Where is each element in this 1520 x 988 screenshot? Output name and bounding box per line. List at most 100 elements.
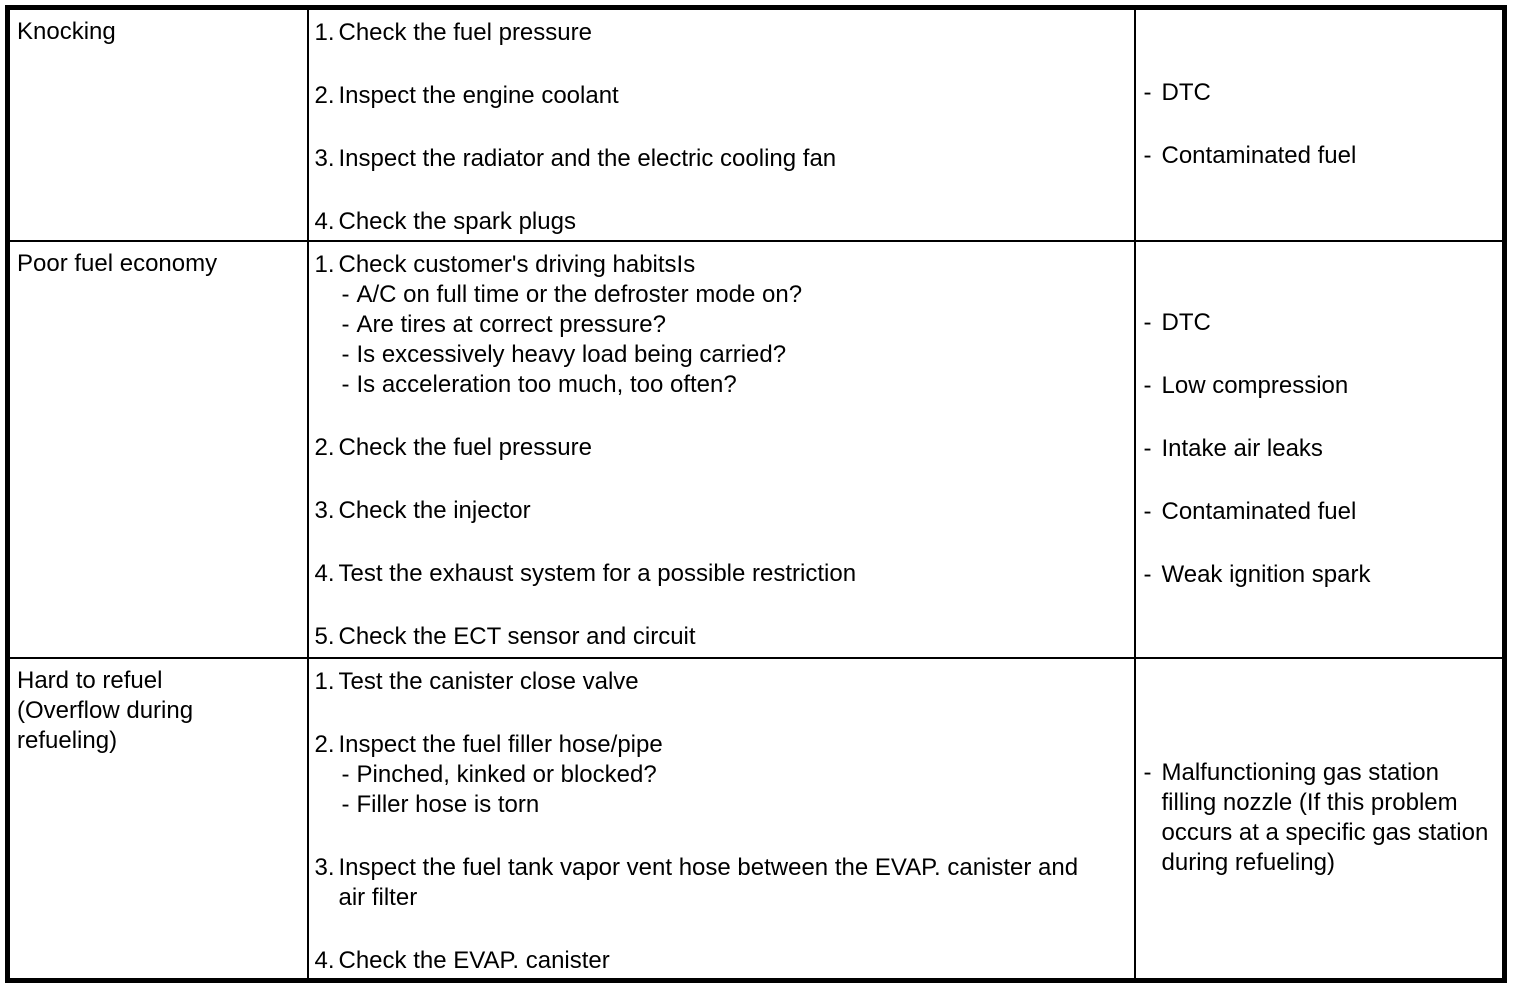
inspection-step: 1.Check the fuel pressure xyxy=(315,18,1130,48)
inspection-step-main: 5.Check the ECT sensor and circuit xyxy=(315,622,1130,652)
inspection-step: 2.Inspect the fuel filler hose/pipe-Pinc… xyxy=(315,730,1130,820)
dash-bullet: - xyxy=(341,760,350,788)
step-number: 3. xyxy=(314,853,335,881)
dash-bullet: - xyxy=(1143,372,1152,399)
inspection-substep: -Filler hose is torn xyxy=(342,790,1130,820)
substep-text: Are tires at correct pressure? xyxy=(356,310,666,338)
step-number: 4. xyxy=(314,559,335,587)
inspection-substep: -Is excessively heavy load being carried… xyxy=(342,340,1130,370)
step-number: 4. xyxy=(314,946,335,974)
symptom-cell: Poor fuel economy xyxy=(6,239,309,659)
inspection-step-main: 4.Check the spark plugs xyxy=(315,207,1130,237)
cause-text: Contaminated fuel xyxy=(1161,142,1357,170)
cause-text: Weak ignition spark xyxy=(1161,561,1371,588)
dash-bullet: - xyxy=(1143,435,1152,462)
inspection-substep: -Is acceleration too much, too often? xyxy=(342,370,1130,400)
inspection-cell: 1.Check customer's driving habitsIs-A/C … xyxy=(306,239,1136,659)
step-text: Inspect the fuel tank vapor vent hose be… xyxy=(338,853,1079,911)
inspection-step: 5.Check the ECT sensor and circuit xyxy=(315,622,1130,652)
dash-bullet: - xyxy=(1143,79,1152,107)
step-number: 1. xyxy=(314,250,335,278)
step-text: Test the exhaust system for a possible r… xyxy=(338,559,857,587)
step-number: 2. xyxy=(314,730,335,758)
symptom-text: Knocking xyxy=(17,18,116,45)
causes-cell: -DTC-Low compression-Intake air leaks-Co… xyxy=(1133,239,1506,659)
inspection-substep: -A/C on full time or the defroster mode … xyxy=(342,280,1130,310)
step-number: 3. xyxy=(314,496,335,524)
inspection-step-main: 4.Test the exhaust system for a possible… xyxy=(315,559,1130,589)
step-number: 1. xyxy=(314,19,335,46)
cause-item: -Weak ignition spark xyxy=(1144,560,1499,590)
step-text: Check the fuel pressure xyxy=(338,19,592,46)
cause-item: -Low compression xyxy=(1144,371,1499,401)
step-text: Inspect the radiator and the electric co… xyxy=(338,145,837,172)
cause-text: DTC xyxy=(1161,309,1211,336)
dash-bullet: - xyxy=(1143,759,1152,787)
dash-bullet: - xyxy=(341,790,350,818)
cause-text: Low compression xyxy=(1161,372,1349,399)
dash-bullet: - xyxy=(1143,142,1152,170)
cause-text: DTC xyxy=(1161,79,1211,107)
inspection-step-main: 4.Check the EVAP. canister xyxy=(315,946,1130,976)
step-number: 4. xyxy=(314,208,335,235)
inspection-step-main: 3.Inspect the radiator and the electric … xyxy=(315,144,1130,174)
inspection-step-main: 2.Inspect the engine coolant xyxy=(315,81,1130,111)
dash-bullet: - xyxy=(1143,561,1152,588)
substep-text: Is acceleration too much, too often? xyxy=(356,370,737,398)
dash-bullet: - xyxy=(341,280,350,308)
inspection-step-main: 1.Check customer's driving habitsIs xyxy=(315,250,1130,280)
substep-text: Pinched, kinked or blocked? xyxy=(356,760,657,788)
cause-text: Contaminated fuel xyxy=(1161,498,1357,525)
step-text: Check the fuel pressure xyxy=(338,433,592,461)
inspection-step: 1.Check customer's driving habitsIs-A/C … xyxy=(315,250,1130,400)
cause-item: -Contaminated fuel xyxy=(1144,497,1499,527)
dash-bullet: - xyxy=(341,370,350,398)
inspection-step-main: 2.Inspect the fuel filler hose/pipe xyxy=(315,730,1130,760)
substep-text: A/C on full time or the defroster mode o… xyxy=(356,280,803,308)
step-number: 2. xyxy=(314,433,335,461)
step-number: 1. xyxy=(314,667,335,695)
step-text: Check customer's driving habitsIs xyxy=(338,250,696,278)
dash-bullet: - xyxy=(1143,309,1152,336)
inspection-step: 3.Check the injector xyxy=(315,496,1130,526)
cause-item: -DTC xyxy=(1144,308,1499,338)
step-number: 5. xyxy=(314,622,335,650)
inspection-step-main: 3.Check the injector xyxy=(315,496,1130,526)
inspection-step: 4.Test the exhaust system for a possible… xyxy=(315,559,1130,589)
inspection-cell: 1.Check the fuel pressure 2.Inspect the e… xyxy=(306,6,1136,242)
step-text: Check the EVAP. canister xyxy=(338,946,610,974)
inspection-step: 3.Inspect the radiator and the electric … xyxy=(315,144,1130,174)
step-text: Check the ECT sensor and circuit xyxy=(338,622,696,650)
inspection-step: 3.Inspect the fuel tank vapor vent hose … xyxy=(315,853,1130,913)
inspection-step-main: 1.Check the fuel pressure xyxy=(315,18,1130,48)
substep-text: Is excessively heavy load being carried? xyxy=(356,340,787,368)
substep-text: Filler hose is torn xyxy=(356,790,540,818)
inspection-step-main: 3.Inspect the fuel tank vapor vent hose … xyxy=(315,853,1130,913)
step-text: Inspect the engine coolant xyxy=(338,82,619,109)
inspection-step-main: 1.Test the canister close valve xyxy=(315,667,1130,697)
inspection-step-main: 2.Check the fuel pressure xyxy=(315,433,1130,463)
step-text: Check the spark plugs xyxy=(338,208,576,235)
cause-item: -Intake air leaks xyxy=(1144,434,1499,464)
inspection-step: 2.Inspect the engine coolant xyxy=(315,81,1130,111)
inspection-substep: -Pinched, kinked or blocked? xyxy=(342,760,1130,790)
table-row: Poor fuel economy 1.Check customer's driv… xyxy=(6,239,1506,659)
inspection-step: 4.Check the spark plugs xyxy=(315,207,1130,237)
step-number: 2. xyxy=(314,82,335,109)
step-text: Inspect the fuel filler hose/pipe xyxy=(338,730,663,758)
inspection-step: 4.Check the EVAP. canister xyxy=(315,946,1130,976)
symptom-text: Poor fuel economy xyxy=(17,249,218,277)
inspection-step: 1.Test the canister close valve xyxy=(315,667,1130,697)
step-text: Test the canister close valve xyxy=(338,667,639,695)
dash-bullet: - xyxy=(341,340,350,368)
